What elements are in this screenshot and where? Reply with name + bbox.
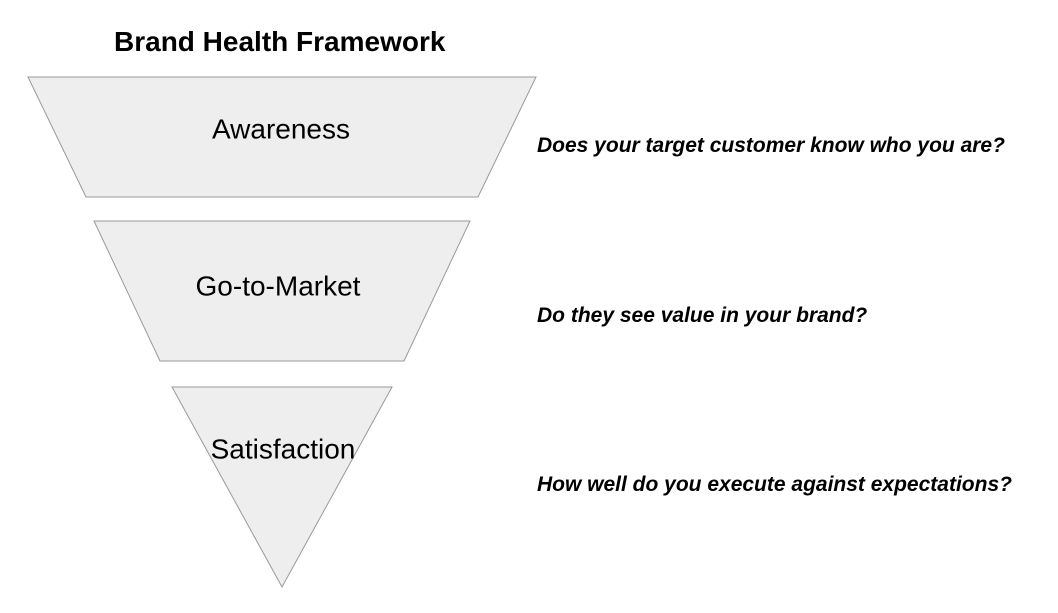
funnel-stage-awareness-label: Awareness xyxy=(211,113,351,145)
funnel-stage-satisfaction-label: Satisfaction xyxy=(210,433,356,465)
funnel-stage-go-to-market-label: Go-to-Market xyxy=(195,270,361,302)
question-awareness: Does your target customer know who you a… xyxy=(537,133,1005,157)
question-satisfaction: How well do you execute against expectat… xyxy=(537,472,1012,496)
diagram-title: Brand Health Framework xyxy=(114,26,446,57)
funnel-stage-satisfaction-shape xyxy=(171,386,393,589)
funnel-stage-go-to-market-shape xyxy=(93,220,471,362)
question-go-to-market: Do they see value in your brand? xyxy=(537,303,868,327)
funnel-stage-awareness-shape xyxy=(27,76,537,198)
